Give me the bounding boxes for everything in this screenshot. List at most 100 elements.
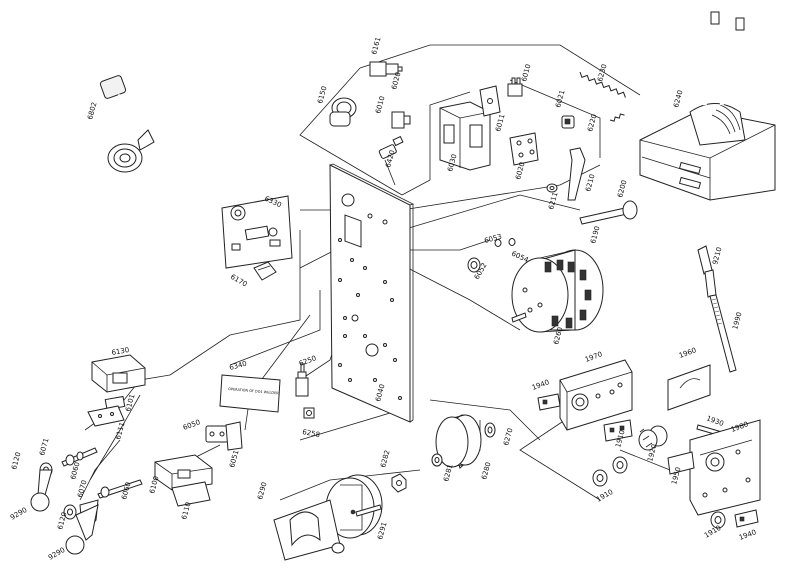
part-6040-main-plate — [329, 163, 415, 423]
label-6170: 6170 — [229, 273, 248, 289]
part-6052-bushing — [467, 257, 481, 273]
part-6060-shaft-a — [61, 447, 98, 467]
label-6050: 6050 — [182, 418, 201, 432]
label-1940-a: 1940 — [531, 378, 550, 392]
part-6051-bracket — [225, 421, 243, 451]
part-6802-cable — [99, 75, 155, 173]
label-6282: 6282 — [379, 449, 391, 468]
label-6051: 6051 — [228, 449, 240, 468]
part-1920-coupler — [638, 425, 668, 451]
part-6210-lever — [567, 147, 586, 201]
label-6250: 6250 — [298, 354, 317, 368]
part-6110-bracket — [171, 481, 211, 507]
part-6111-bracket — [87, 405, 125, 427]
part-6330-panel — [221, 195, 293, 269]
part-1910-bearing-a — [592, 469, 608, 487]
part-6340-label-plate: OPERATION OF DO1 WELDER — [219, 374, 281, 413]
label-9210: 9210 — [711, 246, 723, 265]
label-6060-b: 6060 — [120, 481, 132, 500]
label-6200: 6200 — [616, 179, 628, 198]
part-6211-washer — [546, 183, 558, 193]
part-9290-lever-a — [30, 469, 53, 512]
label-6240: 6240 — [672, 89, 684, 108]
label-9290-a: 9290 — [9, 506, 28, 522]
part-6100-block — [154, 454, 213, 491]
part-6280-disc — [435, 414, 482, 469]
label-6111: 6111 — [114, 421, 126, 440]
part-6020-block — [509, 132, 539, 166]
label-6054: 6054 — [510, 250, 530, 265]
part-6291-housing — [325, 474, 383, 539]
label-1960: 1960 — [678, 346, 697, 360]
part-1950-block-b — [667, 451, 695, 475]
part-6258-nut — [303, 407, 315, 419]
part-1910-bearing-b — [612, 456, 628, 474]
part-1940-bracket-b — [734, 509, 759, 528]
part-6053-washer — [494, 238, 516, 247]
part-6220-spring — [609, 113, 625, 122]
part-6060-shaft-b — [97, 479, 143, 499]
part-6260-fan-motor — [511, 249, 604, 333]
label-6290: 6290 — [256, 481, 268, 500]
label-1930: 1930 — [705, 414, 724, 428]
label-6281: 6281 — [442, 463, 454, 482]
label-6021: 6021 — [554, 89, 566, 108]
part-6240-transformer — [639, 11, 776, 201]
label-6220: 6220 — [586, 113, 598, 132]
label-6210: 6210 — [584, 173, 596, 192]
label-6010-a: 6010 — [374, 95, 386, 114]
part-1980-frame — [689, 419, 761, 516]
part-6190-shaft — [579, 200, 638, 225]
plate-caption: OPERATION OF DO1 WELDER — [228, 387, 279, 395]
part-6250-toggle — [295, 363, 309, 397]
part-6170-knob — [253, 261, 277, 281]
part-9210-handle — [697, 245, 717, 298]
label-6211: 6211 — [547, 191, 559, 210]
part-1990-rod — [709, 294, 737, 373]
part-6120-washer-b — [63, 504, 77, 520]
label-6258: 6258 — [302, 428, 321, 439]
part-6130-switch — [91, 354, 146, 393]
label-6120-b: 6120 — [56, 511, 68, 530]
part-6161-switch — [369, 61, 403, 77]
part-1970-frame — [559, 359, 633, 431]
part-6282-nut — [391, 473, 407, 493]
label-6101: 6101 — [124, 393, 136, 412]
label-6150: 6150 — [316, 85, 328, 104]
part-6150-lamp — [329, 97, 357, 127]
part-6270-washer — [484, 422, 496, 438]
part-6030-bracket — [439, 101, 491, 171]
part-6010-relay — [391, 111, 411, 129]
label-9290-b: 9290 — [47, 546, 66, 562]
label-6291: 6291 — [376, 521, 388, 540]
label-6230: 6230 — [596, 63, 608, 82]
part-6290-base — [273, 499, 345, 561]
part-6011-plate — [479, 85, 501, 117]
label-6802: 6802 — [86, 101, 98, 120]
label-6070: 6070 — [76, 479, 88, 498]
part-9290-lever-b — [65, 504, 99, 555]
part-6021-clip — [561, 115, 575, 129]
label-6161: 6161 — [370, 36, 382, 55]
part-1950-block — [603, 419, 633, 442]
label-6011: 6011 — [494, 113, 506, 132]
label-6071: 6071 — [38, 437, 50, 456]
label-1910-b: 1910 — [595, 488, 614, 504]
label-1940-b: 1940 — [738, 528, 757, 542]
label-6280: 6280 — [480, 461, 492, 480]
label-6340: 6340 — [228, 360, 247, 372]
part-6010-connector — [507, 77, 523, 97]
part-1910-bearing-c — [710, 511, 726, 529]
part-1940-bracket-a — [537, 393, 561, 411]
label-6120-a: 6120 — [10, 451, 22, 470]
label-6010-b: 6010 — [520, 63, 532, 82]
part-6420-plug — [378, 135, 404, 159]
label-6100: 6100 — [148, 475, 160, 494]
part-6050-connector — [205, 425, 229, 443]
part-1960-plate — [667, 364, 711, 411]
label-1970: 1970 — [584, 350, 603, 364]
label-1990: 1990 — [731, 311, 743, 330]
label-1910-c: 1910 — [703, 524, 722, 540]
label-6270: 6270 — [502, 427, 514, 446]
